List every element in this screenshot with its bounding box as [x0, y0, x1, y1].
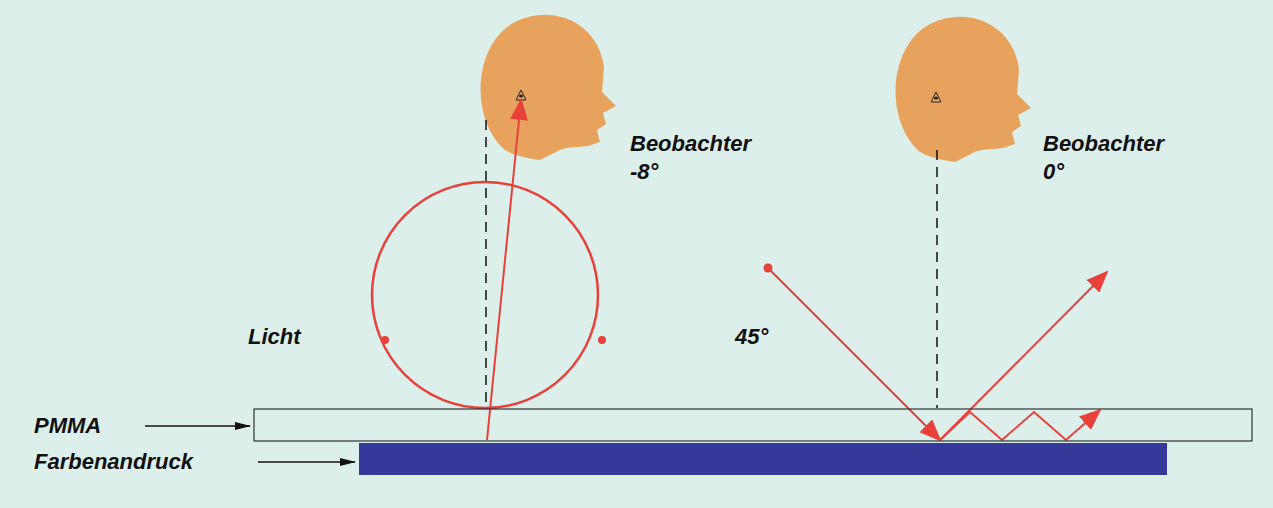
leader-arrow: [145, 425, 250, 427]
light-label: Licht: [248, 323, 301, 351]
observer-label: Beobachter 0°: [1043, 130, 1164, 186]
pmma-layer: [254, 409, 1252, 441]
light-source-dot: [381, 336, 389, 344]
internal-reflection: [940, 410, 1100, 440]
view-ray: [487, 100, 521, 440]
angle-label: 45°: [735, 323, 768, 351]
observer-label: Beobachter -8°: [630, 130, 751, 186]
observer-head: [896, 17, 1031, 162]
layer-label: Farbenandruck: [34, 448, 193, 476]
layer-label: PMMA: [34, 412, 101, 440]
color-print-layer: [359, 443, 1167, 475]
integrating-sphere: [372, 182, 598, 408]
normal-line: [485, 120, 487, 408]
observer-head: [481, 15, 616, 160]
light-source-dot: [598, 336, 606, 344]
normal-line: [936, 150, 938, 408]
incident-ray: [768, 268, 940, 440]
reflected-ray: [940, 272, 1107, 440]
leader-arrow: [258, 461, 355, 463]
